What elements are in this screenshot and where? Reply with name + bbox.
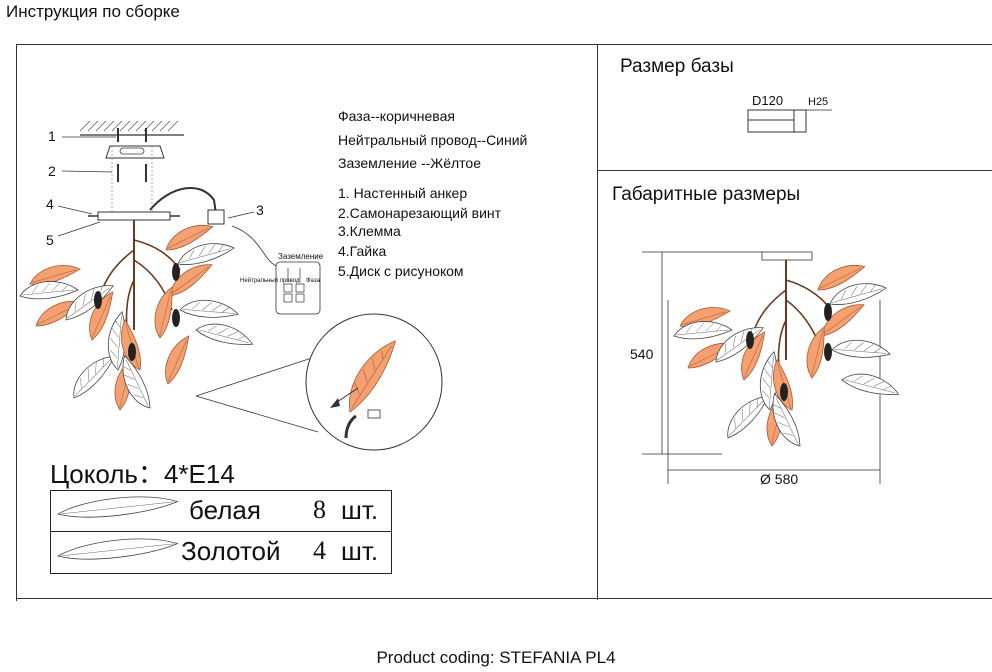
dimension-diameter: Ø 580 xyxy=(760,471,799,487)
ceiling-hatch xyxy=(79,120,184,136)
part-2: 2.Самонарезающий винт xyxy=(338,205,502,221)
base-diameter: D120 xyxy=(752,93,784,108)
base-height: H25 xyxy=(808,96,829,108)
shade-name: белая xyxy=(189,495,261,525)
callout-5: 5 xyxy=(46,232,54,248)
vertical-divider xyxy=(597,44,598,600)
callout-2: 2 xyxy=(48,163,56,179)
table-row: Золотой 4 шт. xyxy=(51,532,391,572)
callout-1: 1 xyxy=(48,128,56,144)
product-coding: Product coding: STEFANIA PL4 xyxy=(376,648,616,667)
base-size-title: Размер базы xyxy=(620,56,734,77)
terminal-neutral-label: Нейтральный провод xyxy=(240,278,300,284)
shade-unit: шт. xyxy=(341,495,379,525)
callout-3: 3 xyxy=(256,202,264,218)
part-5: 5.Диск с рисунокoм xyxy=(338,263,464,279)
callout-4: 4 xyxy=(46,196,54,212)
legend-neutral: Нейтральный провод--Синий xyxy=(338,132,528,148)
legend-phase: Фаза--коричневая xyxy=(338,108,455,124)
part-3: 3.Клемма xyxy=(338,223,401,239)
shade-name: Золотой xyxy=(181,536,281,566)
shade-qty: 8 xyxy=(313,495,326,524)
page-title: Инструкция по сборке xyxy=(6,2,180,21)
horizontal-divider xyxy=(597,170,992,171)
frame-bottom-line xyxy=(16,598,992,599)
part-1: 1. Настенный анкер xyxy=(338,185,468,201)
part-4: 4.Гайка xyxy=(338,243,387,259)
table-row: белая 8 шт. xyxy=(51,491,391,532)
shade-qty: 4 xyxy=(313,536,326,565)
drawing-frame xyxy=(16,44,992,601)
dimension-height: 540 xyxy=(630,346,654,362)
socket-spec: Цоколь：4*E14 xyxy=(50,459,235,489)
shade-table: белая 8 шт. Золотой 4 шт. xyxy=(50,490,392,574)
terminal-phase-label: Фаза xyxy=(306,278,320,284)
shade-unit: шт. xyxy=(341,536,379,566)
terminal-ground-label: Заземление xyxy=(278,252,324,261)
legend-ground: Заземление --Жёлтое xyxy=(338,155,481,171)
dimensions-title: Габаритные размеры xyxy=(612,184,801,205)
